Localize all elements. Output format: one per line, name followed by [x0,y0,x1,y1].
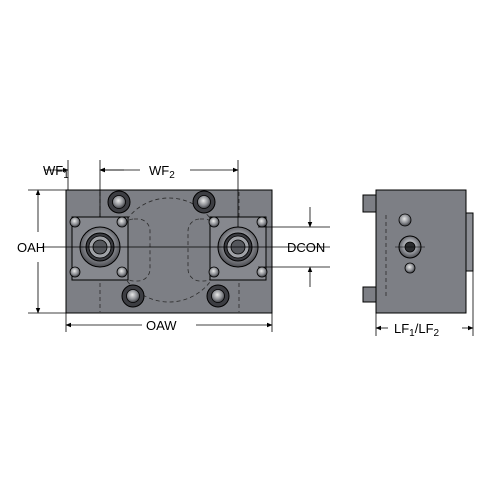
side-lower-screw [404,262,416,274]
oaw-label: OAW [146,318,177,333]
lf-label: LF1/LF2 [394,321,440,339]
dimensions-front [28,160,330,332]
side-top-screw [398,213,412,227]
oah-label: OAH [17,240,45,255]
dimensions-side [375,271,474,336]
large-mounting-bolts [107,190,230,308]
left-plate-screws [69,216,128,278]
right-plate-screws [208,216,268,278]
wf1-label: WF1 [43,163,69,181]
dcon-label: DCON [287,240,325,255]
side-front-face [465,212,474,272]
side-view [362,189,474,314]
hidden-right-slot [187,218,217,282]
side-body [375,189,467,314]
wf2-label: WF2 [149,163,175,181]
